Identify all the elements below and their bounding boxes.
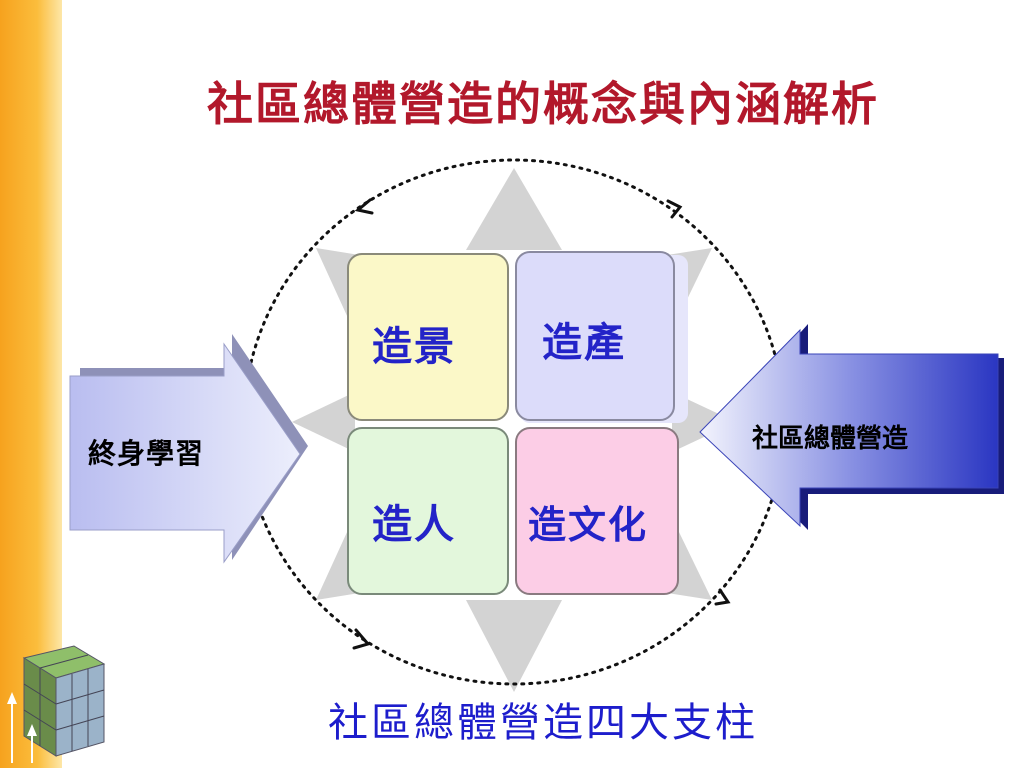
cycle-arrowheads [352, 198, 731, 650]
quadrant-bottom-left [347, 427, 509, 595]
diagram-caption: 社區總體營造四大支柱 [328, 700, 758, 746]
quadrant-bottom-right [515, 427, 679, 595]
quadrant-top-left [347, 253, 509, 421]
quadrant-label-bottom-left: 造人 [372, 501, 456, 548]
left-arrow [69, 342, 301, 564]
quadrant-label-top-right: 造產 [542, 319, 626, 366]
right-arrow-label: 社區總體營造 [752, 424, 909, 454]
side-decoration-bar [0, 0, 62, 768]
left-arrow-label: 終身學習 [88, 437, 205, 470]
cube-logo-icon [7, 645, 106, 763]
quadrant-top-right [515, 251, 675, 421]
quadrant-label-bottom-right: 造文化 [528, 502, 649, 547]
page-title: 社區總體營造的概念與內涵解析 [207, 77, 879, 131]
right-arrow [699, 328, 999, 528]
quadrant-label-top-left: 造景 [372, 323, 456, 370]
